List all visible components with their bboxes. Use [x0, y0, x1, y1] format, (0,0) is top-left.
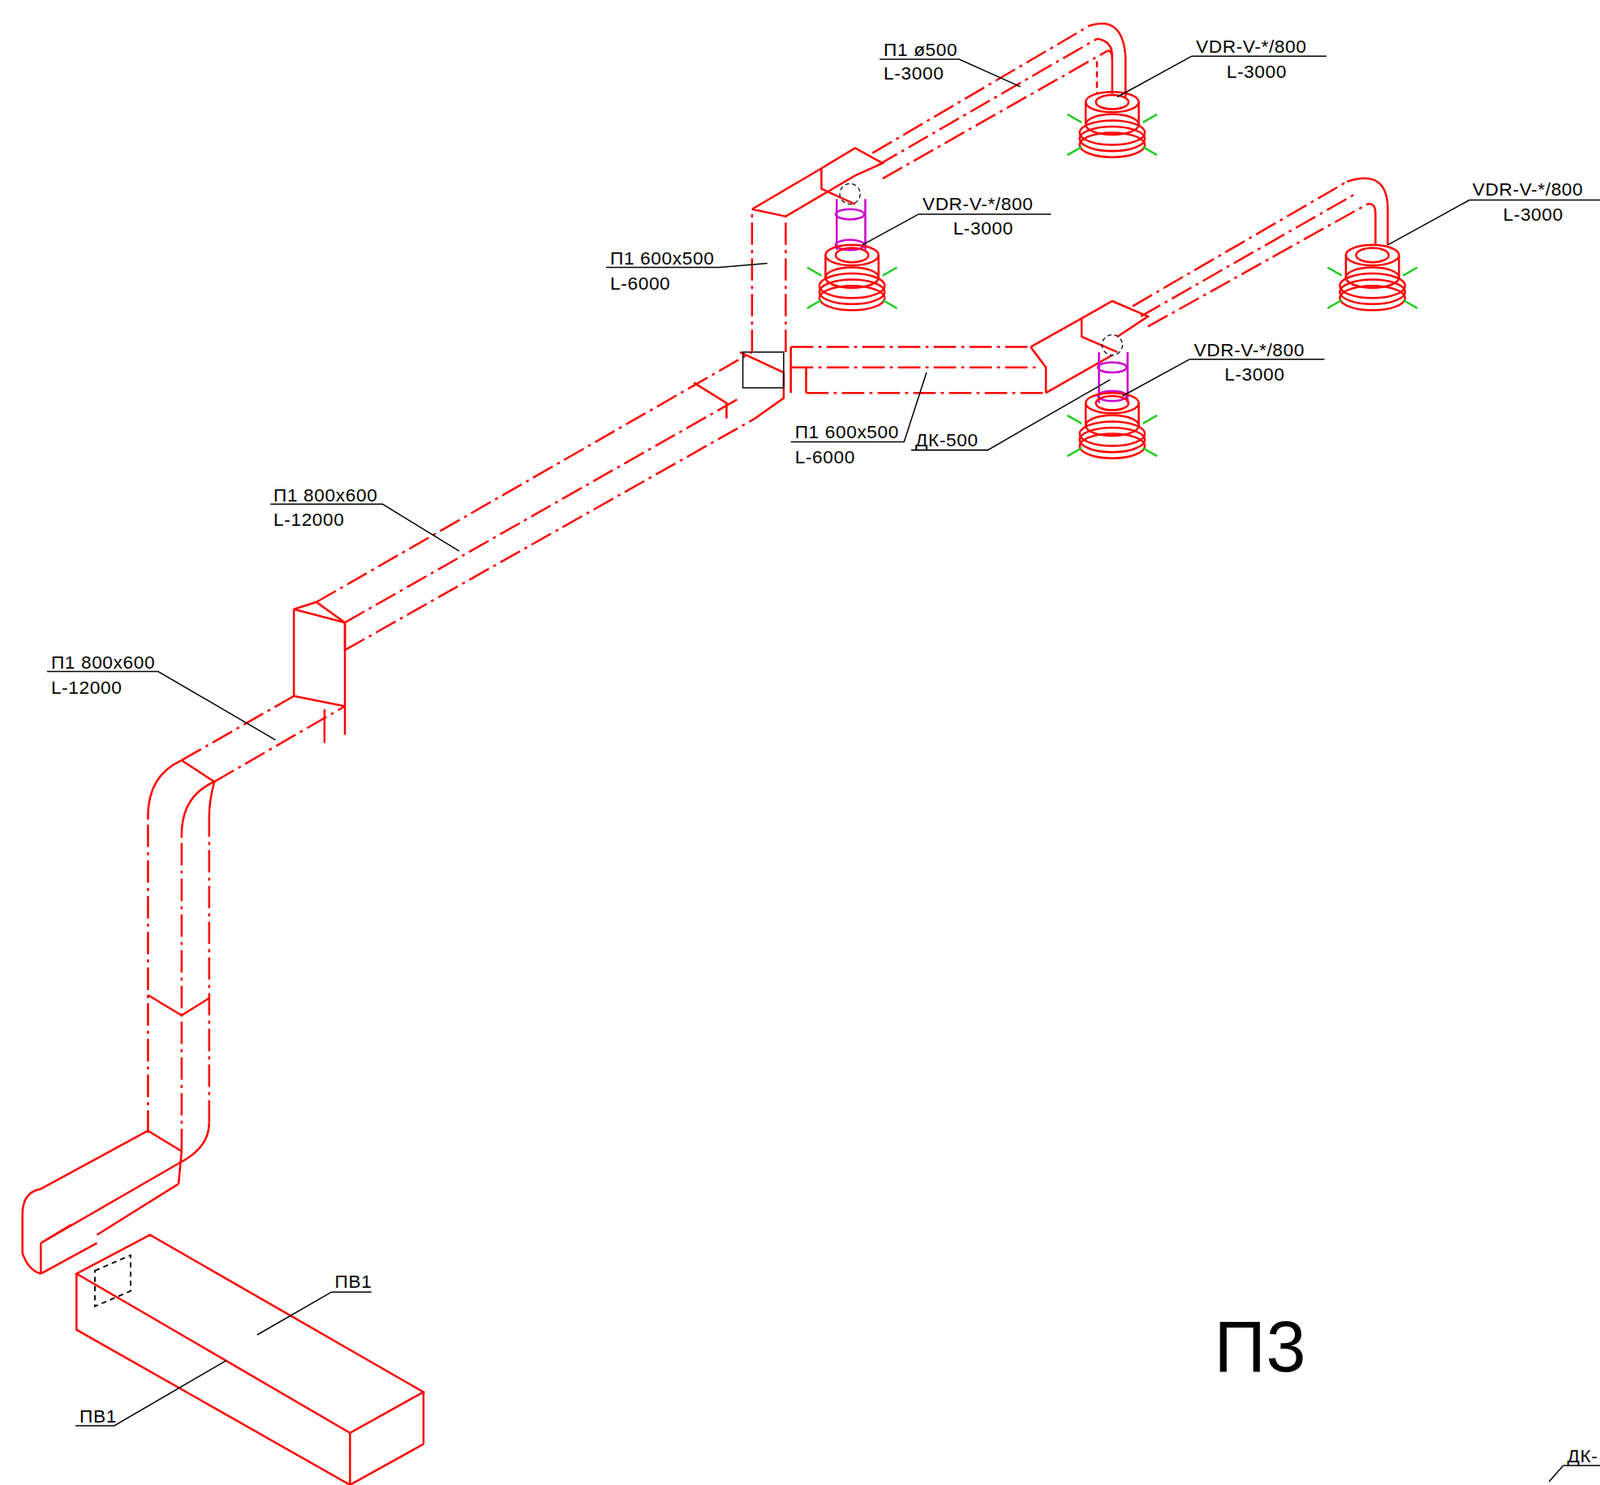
sheet-mark: П3: [1214, 1311, 1308, 1383]
duct-label: L-6000: [610, 274, 671, 293]
duct-label: L-6000: [795, 447, 856, 467]
duct-label: VDR-V-*/800: [1195, 38, 1308, 57]
duct-label: П1 800x600: [51, 653, 155, 672]
duct-label: П1 ø500: [883, 40, 958, 60]
duct-label: L-12000: [273, 510, 345, 530]
duct-label: П1 800x600: [273, 486, 378, 505]
duct-label: L-3000: [953, 219, 1014, 238]
duct-label: П1 600x500: [610, 249, 714, 268]
duct-label: L-3000: [1224, 365, 1285, 384]
duct-label: VDR-V-*/800: [922, 194, 1034, 214]
duct-label: П1 600x500: [795, 422, 899, 442]
duct-label: ПВ1: [335, 1272, 373, 1291]
duct-label: L-3000: [883, 64, 944, 83]
duct-label: ДК-500: [915, 430, 979, 450]
duct-label: ПВ1: [79, 1406, 117, 1426]
duct-label: L-3000: [1226, 62, 1287, 82]
duct-label: L-12000: [51, 678, 122, 697]
duct-label: L-3000: [1503, 205, 1564, 224]
duct-label: VDR-V-*/800: [1193, 340, 1305, 360]
duct-label: VDR-V-*/800: [1472, 180, 1584, 200]
duct-label: ДК-: [1567, 1446, 1599, 1466]
